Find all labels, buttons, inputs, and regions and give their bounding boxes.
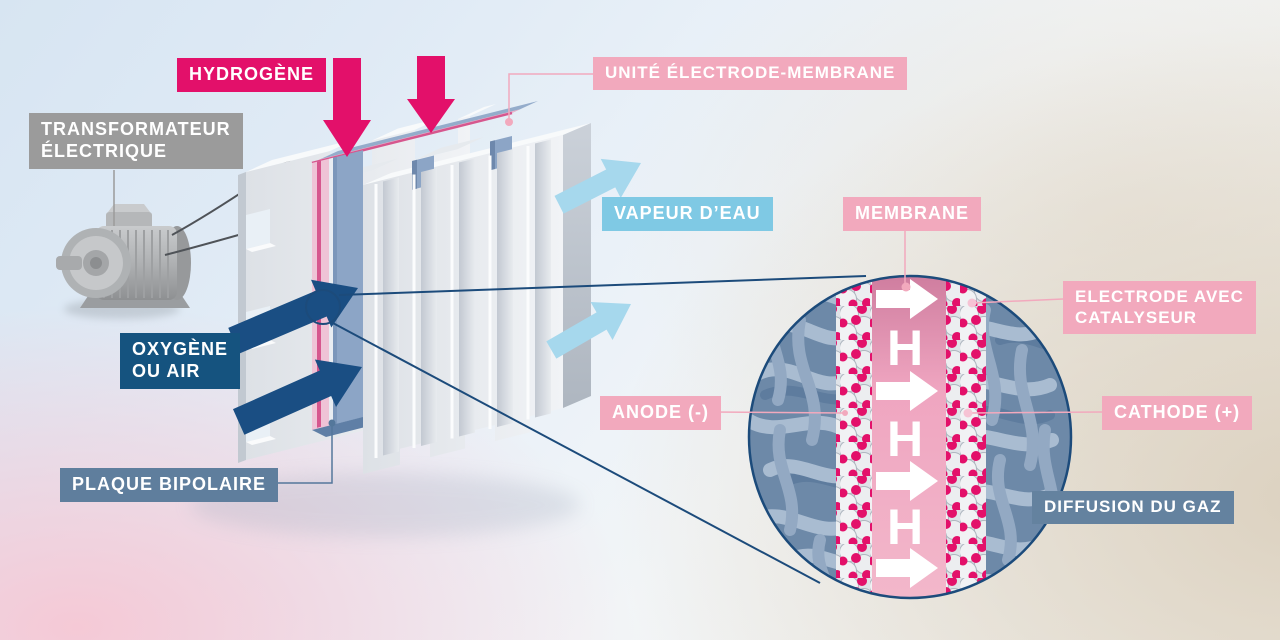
electric-transformer-label: TRANSFORMATEUR ÉLECTRIQUE [29, 113, 243, 169]
label-connectors [263, 73, 1103, 484]
water-vapor-label: VAPEUR D’EAU [602, 197, 773, 231]
water-vapor-arrow [546, 301, 631, 359]
bipolar-plate-label: PLAQUE BIPOLAIRE [60, 468, 279, 502]
membrane-electrode-unit-label-text: UNITÉ ÉLECTRODE-MEMBRANE [605, 63, 896, 82]
membrane-label-text: MEMBRANE [855, 203, 969, 223]
anode-catalyst-strip [836, 276, 872, 598]
cathode-label-text: CATHODE (+) [1114, 402, 1241, 422]
anode-label: ANODE (-) [600, 396, 721, 430]
catalyst-electrode-label-line1: ELECTRODE AVEC [1075, 287, 1244, 306]
catalyst-electrode-label: ELECTRODE AVEC CATALYSEUR [1063, 281, 1256, 335]
hydrogen-label-text: HYDROGÈNE [189, 64, 315, 84]
oxygen-or-air-label: OXYGÈNE OU AIR [120, 333, 241, 389]
gas-diffusion-label-text: DIFFUSION DU GAZ [1044, 497, 1222, 516]
anode-label-text: ANODE (-) [612, 402, 709, 422]
hydrogen-arrow [407, 56, 455, 133]
front-bipolar-plate [363, 123, 591, 474]
proton-symbol: H [887, 320, 923, 376]
membrane-detail-circle: H H H [747, 274, 1073, 600]
membrane-label: MEMBRANE [843, 197, 981, 231]
water-vapor-label-text: VAPEUR D’EAU [614, 203, 761, 223]
transformer-label-line2: ÉLECTRIQUE [41, 140, 168, 161]
oxygen-arrow [232, 359, 362, 435]
proton-symbol: H [887, 499, 923, 555]
electric-motor-icon [56, 204, 191, 308]
magnifier-source-circle [305, 275, 867, 584]
hydrogen-arrow [323, 58, 371, 157]
oxygen-arrow [228, 279, 358, 354]
fuel-cell-stack-illustration [228, 56, 641, 474]
water-vapor-arrow [554, 158, 641, 214]
gas-diffusion-label: DIFFUSION DU GAZ [1032, 491, 1234, 524]
membrane-electrode-unit-label: UNITÉ ÉLECTRODE-MEMBRANE [593, 57, 908, 90]
stack-shadow [190, 473, 580, 537]
proton-flow: H H H [876, 279, 938, 588]
catalyst-electrode-label-line2: CATALYSEUR [1075, 307, 1198, 327]
bipolar-plate-label-text: PLAQUE BIPOLAIRE [72, 474, 267, 494]
proton-symbol: H [887, 411, 923, 467]
hydrogen-label: HYDROGÈNE [177, 58, 327, 92]
oxygen-label-line1: OXYGÈNE [132, 339, 229, 359]
oxygen-label-line2: OU AIR [132, 360, 201, 381]
transformer-label-line1: TRANSFORMATEUR [41, 119, 231, 139]
cathode-label: CATHODE (+) [1102, 396, 1253, 430]
cathode-catalyst-strip [946, 276, 986, 598]
membrane-band [872, 276, 946, 598]
